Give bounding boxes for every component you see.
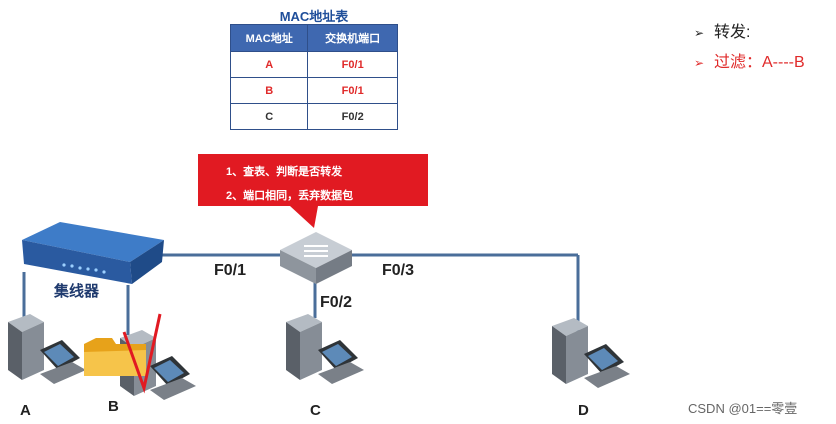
bullet-arrow-icon: ➢ xyxy=(694,26,705,40)
port-label-f03: F0/3 xyxy=(382,262,415,279)
port-label-f02: F0/2 xyxy=(320,294,353,311)
mac-cell: A xyxy=(229,51,309,78)
bullet-filter: ➢ 过滤：A----B xyxy=(694,48,805,72)
pc-icon-c xyxy=(286,314,364,384)
pc-label-a: A xyxy=(20,402,31,419)
pc-label-b: B xyxy=(108,398,119,415)
mac-address-table: MAC地址 交换机端口 A F0/1 B F0/1 C F0/2 xyxy=(229,24,398,130)
bullet-arrow-icon: ➢ xyxy=(694,56,705,70)
port-cell: F0/1 xyxy=(307,77,398,104)
table-row: A F0/1 xyxy=(229,51,398,78)
watermark: CSDN @01==零壹 xyxy=(688,401,798,416)
callout-line-1: 1、查表、判断是否转发 xyxy=(226,166,343,178)
port-label-f01: F0/1 xyxy=(214,262,247,279)
port-column-header: 交换机端口 xyxy=(307,24,398,52)
port-cell: F0/2 xyxy=(307,103,398,130)
pc-icon-a xyxy=(8,314,86,384)
bullet-text: 过滤：A----B xyxy=(714,54,805,71)
check-mark-icon xyxy=(122,313,162,394)
mac-cell: B xyxy=(229,77,309,104)
hub-label: 集线器 xyxy=(54,283,100,300)
table-row: B F0/1 xyxy=(229,77,398,104)
pc-icon-d xyxy=(552,318,630,388)
hub-icon xyxy=(22,222,164,284)
bullet-text: 转发: xyxy=(714,24,751,41)
port-cell: F0/1 xyxy=(307,51,398,78)
callout-line-2: 2、端口相同，丢弃数据包 xyxy=(226,190,354,202)
bullet-forward: ➢ 转发: xyxy=(694,18,750,42)
callout-box xyxy=(198,154,428,206)
pc-label-c: C xyxy=(310,402,321,419)
mac-table-title: MAC地址表 xyxy=(279,9,349,24)
pc-label-d: D xyxy=(578,402,589,419)
table-row: C F0/2 xyxy=(229,103,398,130)
mac-cell: C xyxy=(229,103,309,130)
switch-icon xyxy=(280,232,352,284)
